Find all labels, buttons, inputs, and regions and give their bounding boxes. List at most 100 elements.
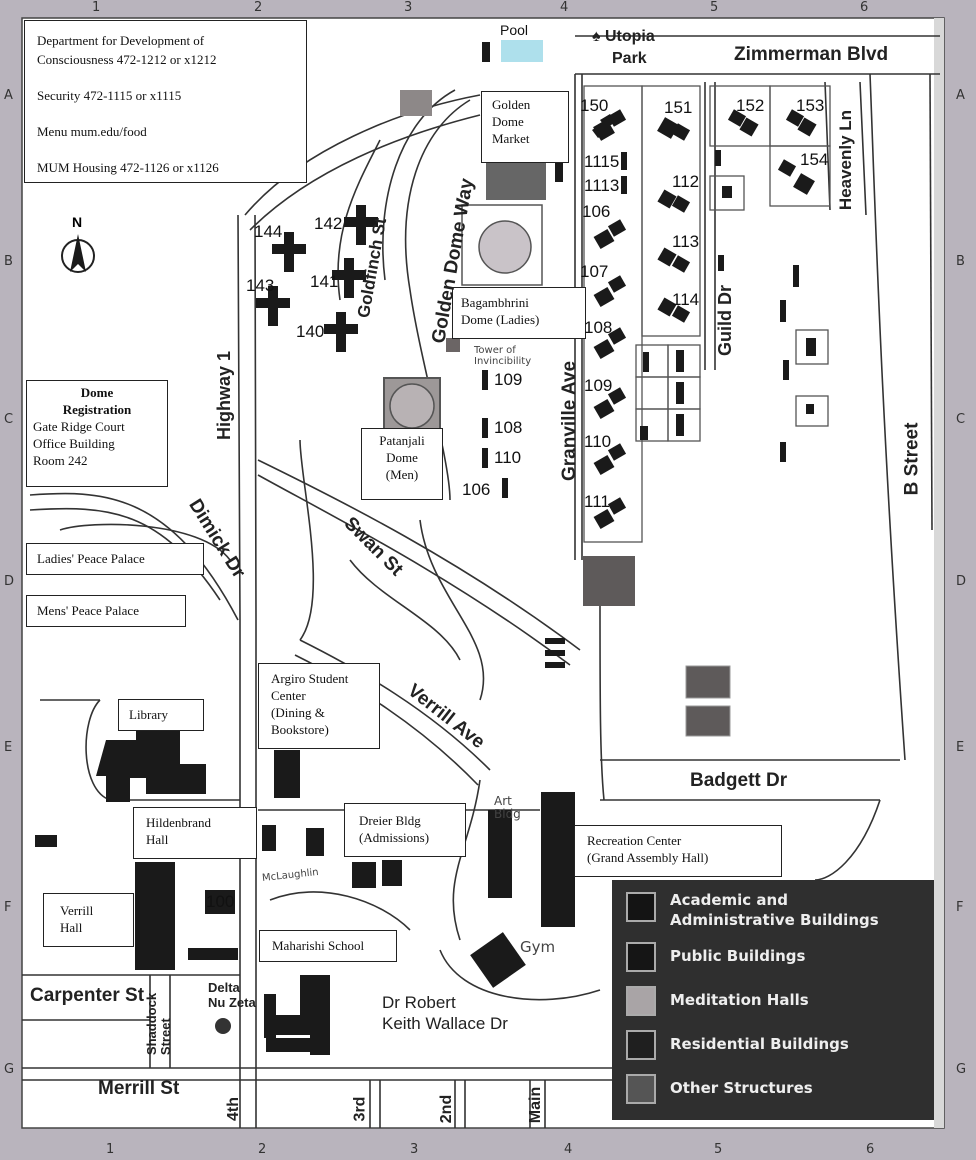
road-zimmerman (575, 35, 940, 75)
legend-swatch (626, 986, 656, 1016)
delta-nu-zeta-label: Delta Nu Zeta (208, 980, 256, 1010)
bldg-number: 153 (796, 96, 825, 115)
road-b-street (869, 73, 906, 761)
grid-row-label: G (4, 1062, 15, 1077)
verrill-hall-label: Verrill Hall (43, 893, 134, 947)
info-line: MUM Housing 472-1126 or x1126 (37, 160, 219, 175)
label-line: Nu Zeta (208, 995, 256, 1010)
residential-buildings (482, 109, 817, 668)
dome-registration-label: Dome Registration Gate Ridge Court Offic… (26, 380, 168, 487)
grid-row-label: F (956, 900, 964, 915)
granville-ave-label: Granville Ave (559, 360, 581, 482)
bldg-number: 113 (672, 232, 700, 251)
tree-icon: ♠ (592, 28, 601, 45)
label-line: Patanjali (379, 433, 425, 448)
bldg-number: 150 (580, 96, 609, 115)
label-line: Art (494, 794, 512, 808)
label-line: Verrill (60, 903, 94, 918)
recreation-center-label: Recreation Center (Grand Assembly Hall) (574, 825, 782, 877)
info-line: Menu mum.edu/food (37, 124, 147, 139)
north-arrow-icon (61, 234, 95, 273)
legend-label: Other Structures (670, 1079, 813, 1097)
tower-label: Tower of Invincibility (474, 345, 531, 367)
label-line: Office Building (33, 436, 115, 451)
guild-dr-label: Guild Dr (715, 285, 735, 356)
label-line: Keith Wallace Dr (382, 1014, 508, 1033)
legend-label: Academic and Administrative Buildings (670, 890, 879, 930)
art-bldg-label: Art Bldg (494, 795, 521, 821)
utopia-label: Utopia (604, 28, 655, 45)
label-line: Argiro Student (271, 671, 349, 686)
label-line: (Admissions) (359, 830, 430, 845)
main-st-label: Main (527, 1086, 545, 1124)
label-line: Dome (Ladies) (461, 312, 540, 327)
legend: Academic and Administrative Buildings Pu… (612, 880, 934, 1120)
label-line: Dome (80, 385, 114, 400)
compass-label: N (72, 214, 83, 230)
legend-line: Administrative Buildings (670, 911, 879, 929)
legend-swatch (626, 942, 656, 972)
label-line: Dr Robert (382, 993, 456, 1012)
label-line: Gate Ridge Court (33, 419, 125, 434)
patanjali-dome-label: Patanjali Dome (Men) (361, 428, 443, 500)
bldg-number: 109 (494, 370, 523, 389)
bldg-number: 106 (462, 480, 491, 499)
legend-item: Meditation Halls (626, 984, 926, 1020)
highway-1-label: Highway 1 (214, 350, 235, 441)
grid-row-label: E (4, 740, 13, 755)
grid-row-label: E (956, 740, 965, 755)
bldg-number: 108 (494, 418, 523, 437)
heavenly-ln-label: Heavenly Ln (836, 109, 856, 211)
grid-col-label: 4 (564, 1142, 573, 1157)
legend-label: Residential Buildings (670, 1035, 849, 1053)
grid-col-label: 4 (560, 0, 569, 15)
label-line: Dome (386, 450, 418, 465)
bldg-number: 112 (672, 172, 700, 191)
bldg-number: 152 (736, 96, 765, 115)
label-line: Invincibility (474, 356, 532, 367)
academic-buildings (35, 730, 575, 1055)
legend-item: Academic and Administrative Buildings (626, 890, 926, 938)
label-line: Delta (208, 980, 240, 995)
legend-swatch (626, 1074, 656, 1104)
grid-col-label: 6 (866, 1142, 875, 1157)
label-line: Bookstore) (271, 722, 329, 737)
bldg-number: 114 (672, 290, 700, 309)
bldg-number: 154 (800, 150, 829, 169)
3rd-st-label: 3rd (351, 1096, 369, 1122)
label-line: Dreier Bldg (359, 813, 421, 828)
legend-item: Residential Buildings (626, 1028, 926, 1064)
grid-col-label: 3 (404, 0, 413, 15)
zimmerman-blvd-label: Zimmerman Blvd (734, 44, 889, 65)
cross-buildings (256, 205, 378, 352)
bldg-number: 106 (582, 202, 611, 221)
bagambhrini-dome-shape (478, 220, 532, 274)
label-line: Dome (492, 114, 524, 129)
legend-line: Academic and (670, 891, 788, 909)
bldg-number: 144 (254, 222, 283, 241)
grid-col-label: 2 (258, 1142, 267, 1157)
mens-peace-palace-label: Mens' Peace Palace (26, 595, 186, 627)
bldg-number: 100 (206, 892, 235, 911)
legend-item: Public Buildings (626, 940, 926, 976)
bldg-number: 109 (584, 376, 613, 395)
bldg-number: 142 (314, 214, 343, 233)
label-line: Bagambhrini (461, 295, 529, 310)
carpenter-st-label: Carpenter St (30, 985, 145, 1006)
other-structure (685, 665, 731, 699)
grid-col-label: 5 (714, 1142, 723, 1157)
grid-row-label: A (4, 88, 13, 103)
golden-dome-market-label: Golden Dome Market (481, 91, 569, 163)
other-structure (583, 556, 635, 606)
grid-row-label: C (4, 412, 14, 427)
info-line: Department for Development of (37, 33, 205, 48)
legend-swatch (626, 1030, 656, 1060)
label-line: Center (271, 688, 306, 703)
wallace-dr-label: Dr Robert Keith Wallace Dr (382, 992, 508, 1034)
library-label: Library (118, 699, 204, 731)
grid-row-label: D (4, 574, 15, 589)
grid-col-label: 1 (106, 1142, 115, 1157)
bldg-number: 151 (664, 98, 693, 117)
bagambhrini-dome-label: Bagambhrini Dome (Ladies) (452, 287, 586, 339)
grid-col-label: 5 (710, 0, 719, 15)
